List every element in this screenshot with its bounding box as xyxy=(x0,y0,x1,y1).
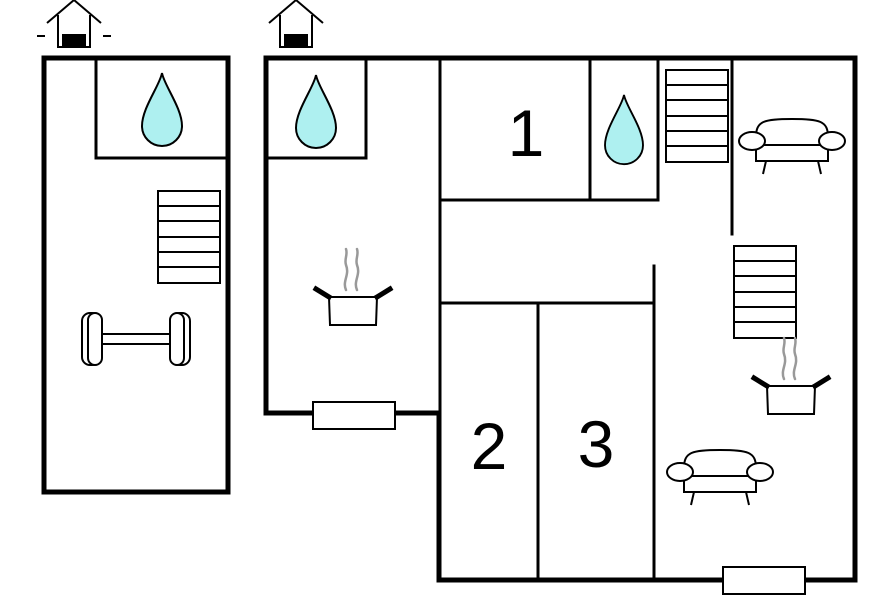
room-number-3: 3 xyxy=(578,407,615,481)
dumbbell-icon xyxy=(81,312,191,366)
window-icon xyxy=(722,566,806,595)
entrance-icon xyxy=(268,0,324,48)
room-number-1: 1 xyxy=(508,96,545,170)
room-number-2: 2 xyxy=(471,409,508,483)
stairs-icon xyxy=(733,245,797,339)
shower-drop-icon xyxy=(141,72,183,147)
shower-drop-icon xyxy=(604,93,644,166)
entrance-icon xyxy=(37,0,111,48)
sofa-icon xyxy=(738,118,846,175)
window-icon xyxy=(312,401,396,430)
cooking-pot-icon xyxy=(316,249,390,325)
left-building xyxy=(41,55,231,495)
stairs-icon xyxy=(665,69,729,163)
main-building xyxy=(263,55,858,583)
cooking-pot-icon xyxy=(754,338,828,414)
shower-drop-icon xyxy=(295,74,337,149)
stairs-icon xyxy=(157,190,221,284)
sofa-icon xyxy=(666,449,774,506)
